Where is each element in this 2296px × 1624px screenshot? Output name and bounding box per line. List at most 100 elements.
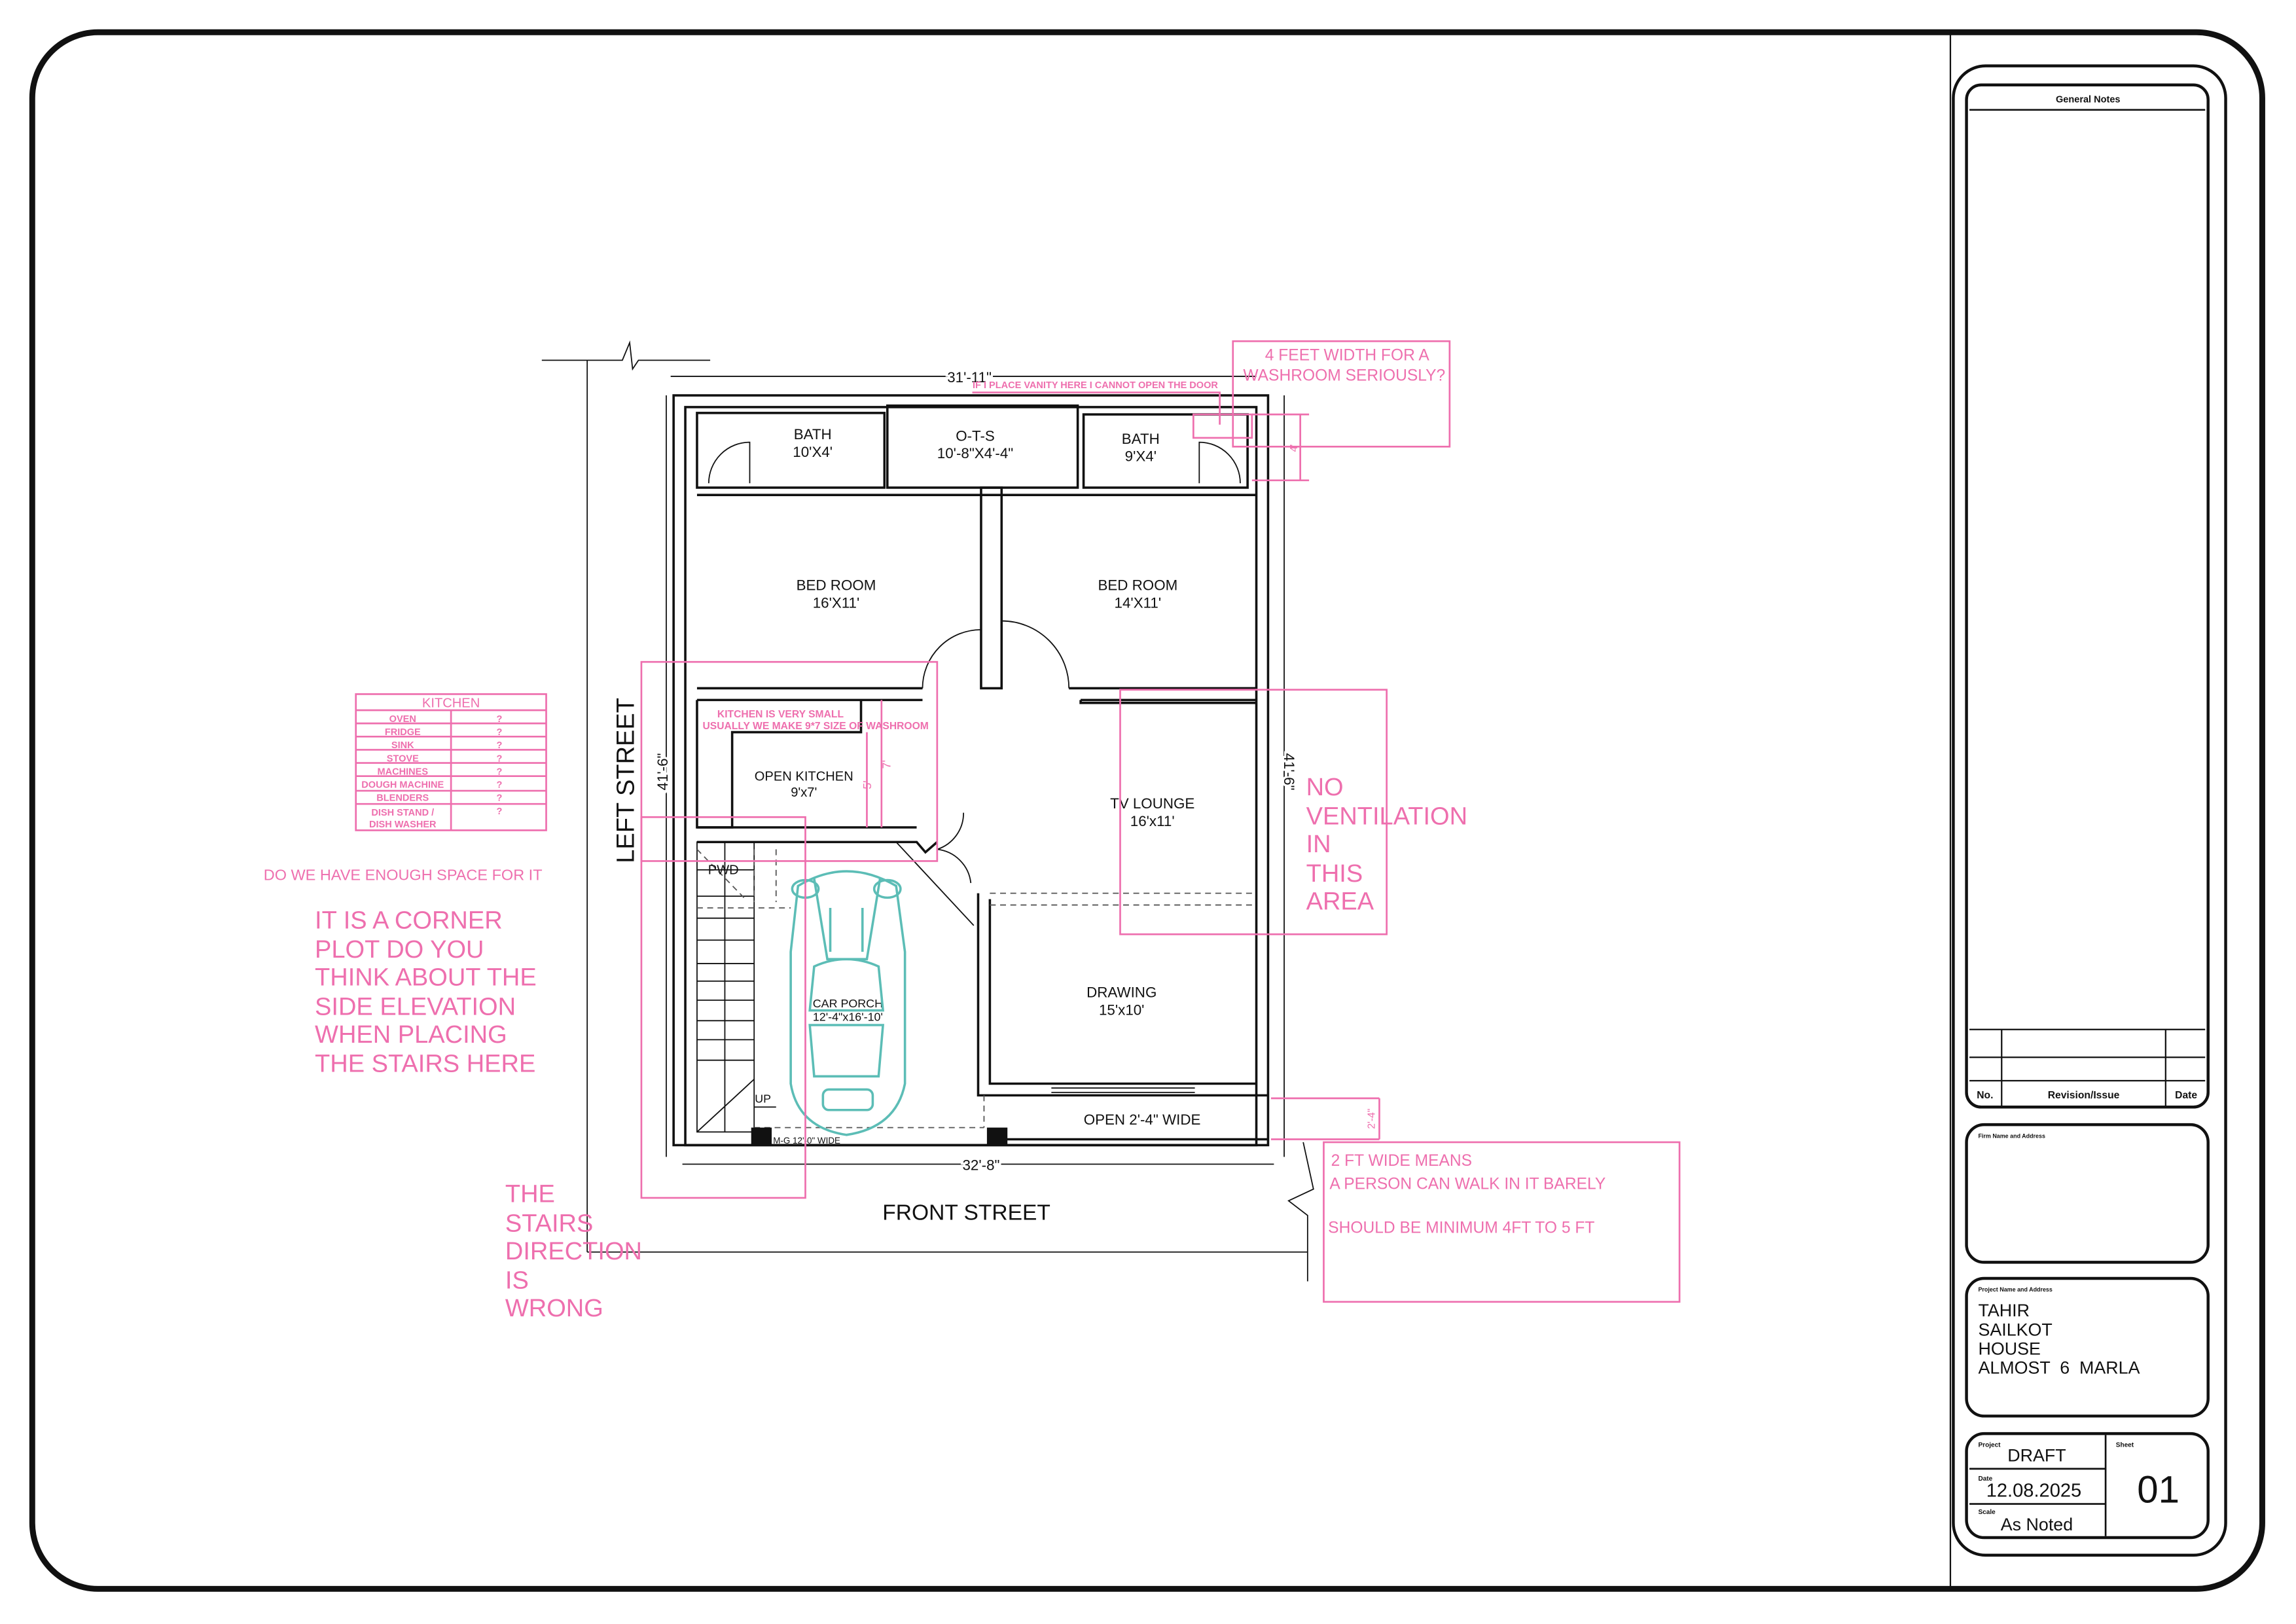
note-line: WRONG <box>505 1295 603 1322</box>
kitchen-item-value: ? <box>496 753 502 764</box>
kitchen-item: OVEN <box>389 714 416 725</box>
note-line: IS <box>505 1267 529 1295</box>
revision-no-header: No. <box>1977 1090 1993 1101</box>
kitchen-item: MACHINES <box>378 767 429 777</box>
room-size: 9'X4' <box>1125 448 1157 465</box>
top-dimension: 31'-11" <box>947 369 992 386</box>
room-name: O-T-S <box>956 427 995 444</box>
kitchen-item-value: ? <box>496 793 502 804</box>
firm-box <box>1965 1123 2210 1264</box>
note-line: VENTILATION <box>1306 803 1467 831</box>
staircase <box>696 841 791 1133</box>
room-size: 15'x10' <box>1099 1001 1144 1018</box>
project-name-line: SAILKOT <box>1978 1320 2052 1339</box>
sheet-border <box>29 29 2265 1592</box>
bath-width-dimension: 4' <box>1289 444 1300 452</box>
kitchen-appliance-table: KITCHEN OVEN ? FRIDGE ? SINK ? STOVE ? M… <box>355 693 547 831</box>
space-question-note: DO WE HAVE ENOUGH SPACE FOR IT <box>264 867 543 884</box>
room-size: 16'x11' <box>1130 813 1175 829</box>
kitchen-outer-dimension: 7' <box>880 760 893 768</box>
room-name: BED ROOM <box>1098 577 1177 594</box>
right-dimension: 41'-6" <box>1281 753 1297 790</box>
revision-date-header: Date <box>2175 1090 2197 1101</box>
passage-note-line: 2 FT WIDE MEANS <box>1331 1152 1472 1170</box>
kitchen-item-value: ? <box>496 767 502 777</box>
gate-pillar <box>751 1127 772 1146</box>
washroom-note-line: WASHROOM SERIOUSLY? <box>1243 367 1445 385</box>
kitchen-highlight-box <box>640 660 939 862</box>
kitchen-item: STOVE <box>387 753 419 764</box>
note-line: IT IS A CORNER <box>315 907 503 934</box>
passage-note-line: A PERSON CAN WALK IN IT BARELY <box>1329 1176 1605 1193</box>
ventilation-note: NO VENTILATION IN THIS AREA <box>1306 774 1467 915</box>
project-value: DRAFT <box>2007 1446 2066 1466</box>
sheet-number: 01 <box>2137 1468 2179 1511</box>
note-line: AREA <box>1306 888 1374 915</box>
room-name: OPEN KITCHEN <box>755 769 853 784</box>
left-street-label: LEFT STREET <box>613 698 640 863</box>
note-line: THINK ABOUT THE <box>315 964 537 992</box>
general-notes-title: General Notes <box>2056 95 2121 105</box>
main-gate-label: M-G 12'-0" WIDE <box>773 1136 840 1146</box>
scale-label: Scale <box>1978 1509 1996 1516</box>
note-line: THIS <box>1306 860 1363 888</box>
general-notes-box <box>1965 83 2210 1109</box>
note-line: THE <box>505 1181 555 1208</box>
kitchen-note-line: USUALLY WE MAKE 9*7 SIZE OF WASHROOM <box>702 721 928 732</box>
room-size: 9'x7' <box>791 785 817 800</box>
kitchen-item: SINK <box>391 740 414 751</box>
left-dimension: 41'-6" <box>655 753 671 790</box>
open-passage-label: OPEN 2'-4" WIDE <box>1084 1111 1201 1128</box>
dimensions: 31'-11" 32'-8" 41'-6" 41'-6" <box>653 367 1300 1176</box>
note-line: WHEN PLACING <box>315 1021 507 1049</box>
stairs-direction-note: THE STAIRS DIRECTION IS WRONG <box>505 1181 642 1322</box>
sheet-info-box <box>1965 1432 2210 1540</box>
date-label: Date <box>1978 1475 1992 1483</box>
front-street-label: FRONT STREET <box>882 1201 1050 1225</box>
stairs-highlight-box <box>640 816 806 1199</box>
kitchen-item-value: ? <box>496 780 502 791</box>
scale-value: As Noted <box>2001 1515 2073 1534</box>
passage-note-box <box>1323 1141 1681 1303</box>
room-size: 10'-8"X4'-4" <box>937 445 1013 461</box>
car-icon <box>789 870 906 1136</box>
ventilation-note-box <box>1119 689 1388 935</box>
room-size: 14'X11' <box>1115 594 1162 611</box>
kitchen-item-value: ? <box>496 740 502 751</box>
note-line: THE STAIRS HERE <box>315 1051 535 1078</box>
note-line: NO <box>1306 774 1344 801</box>
room-name: CAR PORCH <box>813 997 883 1010</box>
room-name: BATH <box>794 426 832 442</box>
kitchen-item-value: ? <box>496 727 502 738</box>
note-line: PLOT DO YOU <box>315 936 484 964</box>
note-line: DIRECTION <box>505 1238 642 1265</box>
pwd-label: PWD <box>708 863 739 878</box>
room-name: DRAWING <box>1086 984 1157 1000</box>
room-name: BATH <box>1122 431 1160 447</box>
title-block: General Notes No. Revision/Issue Date Fi… <box>1952 64 2227 1557</box>
vanity-note: IF I PLACE VANITY HERE I CANNOT OPEN THE… <box>973 380 1218 391</box>
room-name: TV LOUNGE <box>1110 795 1194 812</box>
kitchen-item-value: ? <box>496 714 502 725</box>
washroom-note-box <box>1232 340 1451 448</box>
room-size: 10'X4' <box>793 444 833 460</box>
note-line: IN <box>1306 831 1331 858</box>
kitchen-item: DISH WASHER <box>369 820 437 830</box>
bath-left <box>696 412 886 489</box>
passage-dimension: 2'-4" <box>1367 1109 1378 1129</box>
room-name: BED ROOM <box>797 577 876 594</box>
washroom-note-line: 4 FEET WIDTH FOR A <box>1265 346 1430 364</box>
kitchen-inner-dimension: 5' <box>861 780 874 789</box>
note-line: STAIRS <box>505 1210 593 1237</box>
project-name-box <box>1965 1276 2210 1418</box>
project-name-line: TAHIR <box>1978 1301 2030 1320</box>
corner-plot-note: IT IS A CORNER PLOT DO YOU THINK ABOUT T… <box>315 907 537 1077</box>
kitchen-note-line: KITCHEN IS VERY SMALL <box>717 709 844 720</box>
room-size: 12'-4"x16'-10' <box>813 1010 883 1023</box>
project-name-label: Project Name and Address <box>1978 1286 2052 1293</box>
project-name-line: HOUSE <box>1978 1339 2040 1358</box>
project-name-line: ALMOST 6 MARLA <box>1978 1358 2140 1377</box>
review-markup: KITCHEN OVEN ? FRIDGE ? SINK ? STOVE ? M… <box>264 340 1681 1322</box>
floor-plan: BATH 10'X4' O-T-S 10'-8"X4'-4" BATH 9'X4… <box>672 394 1270 1147</box>
